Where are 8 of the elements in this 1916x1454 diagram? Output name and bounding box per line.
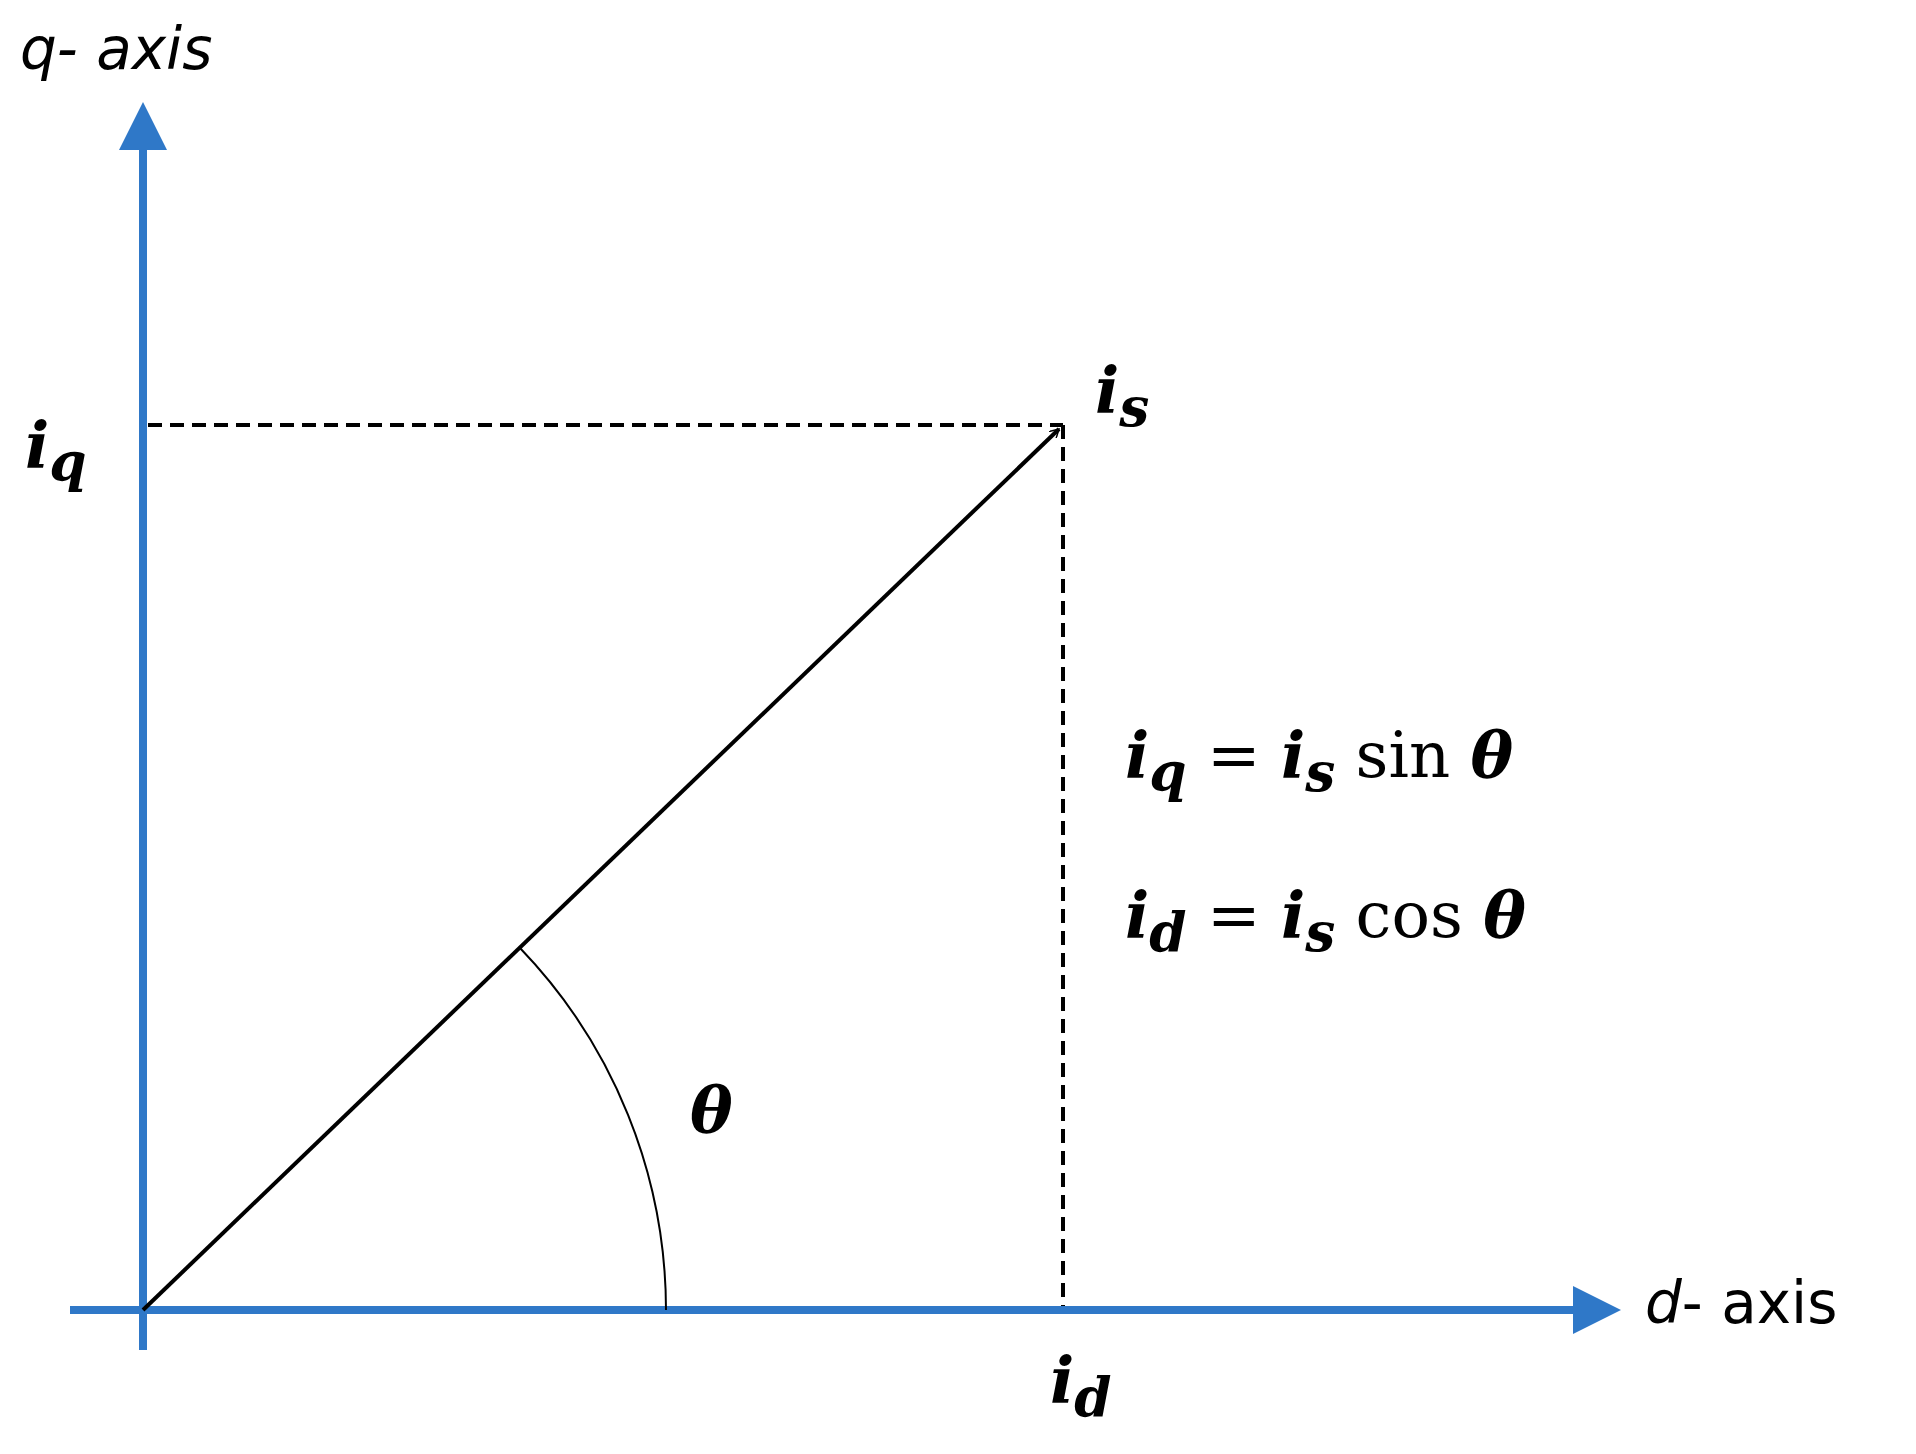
equation: i$_{q}$ = i$_{s}$ sin θ xyxy=(1125,720,1514,803)
vector-label: i$_{s}$ xyxy=(1095,355,1150,438)
axis-label: q- axis xyxy=(20,18,213,82)
axis-label: d- axis xyxy=(1645,1272,1838,1336)
component-label: i$_{q}$ xyxy=(25,410,87,493)
angle-label: θ xyxy=(690,1075,733,1146)
equation: i$_{d}$ = i$_{s}$ cos θ xyxy=(1125,880,1526,963)
component-label: i$_{d}$ xyxy=(1050,1345,1112,1428)
